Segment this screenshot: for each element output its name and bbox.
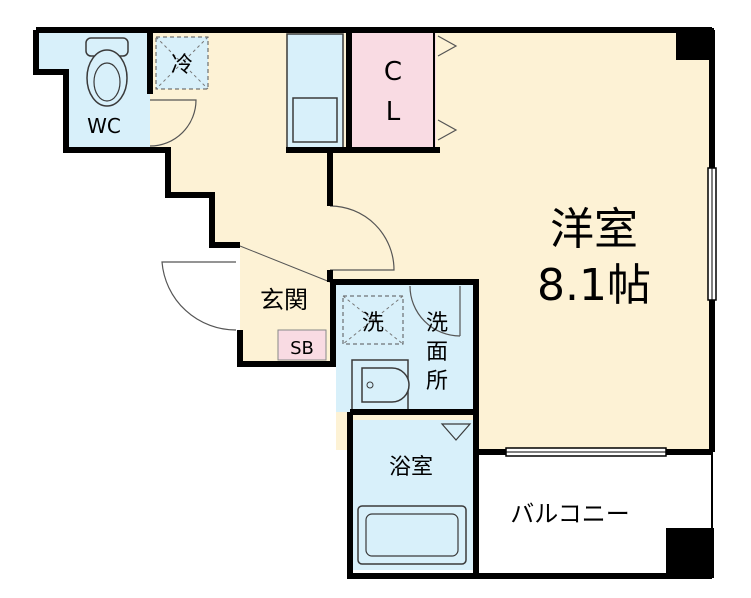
- bathtub: [357, 505, 467, 565]
- closet-label-bottom: L: [386, 97, 401, 127]
- closet-label-top: C: [384, 57, 402, 87]
- pillar-bottom-right: [666, 528, 714, 578]
- closet-door-marker-top: [437, 35, 458, 57]
- bath-door-marker: [440, 423, 472, 441]
- front-door-swing: [161, 261, 237, 331]
- balcony-label: バルコニー: [510, 500, 630, 528]
- toilet-door-swing: [149, 99, 197, 147]
- washer-label: 洗: [362, 311, 384, 336]
- pillar-top-right: [676, 28, 714, 60]
- washroom-label-2: 面: [426, 340, 448, 365]
- closet-door-marker-bottom: [437, 119, 458, 141]
- shoe-box: [277, 329, 327, 361]
- western-room-label: 洋室: [550, 204, 638, 255]
- washroom-label-1: 洗: [426, 311, 448, 336]
- washroom-door-swing: [409, 285, 461, 337]
- closet-floor: [352, 30, 436, 148]
- western-room-size: 8.1帖: [537, 260, 651, 311]
- window-east: [707, 167, 717, 301]
- bathroom-label: 浴室: [389, 455, 433, 480]
- wash-basin-bowl: [361, 367, 410, 403]
- shoe-box-label: SB: [290, 338, 314, 359]
- kitchen-sink-basin: [292, 97, 338, 143]
- refrigerator-label: 冷: [171, 53, 193, 78]
- room-door-swing: [329, 205, 395, 271]
- entrance-label: 玄関: [260, 286, 308, 314]
- walls: [33, 27, 715, 579]
- toilet-bowl: [86, 49, 128, 107]
- toilet-label: WC: [87, 114, 121, 138]
- washroom-label-3: 所: [426, 369, 448, 394]
- window-balcony: [505, 447, 667, 457]
- toilet-seat: [93, 62, 121, 102]
